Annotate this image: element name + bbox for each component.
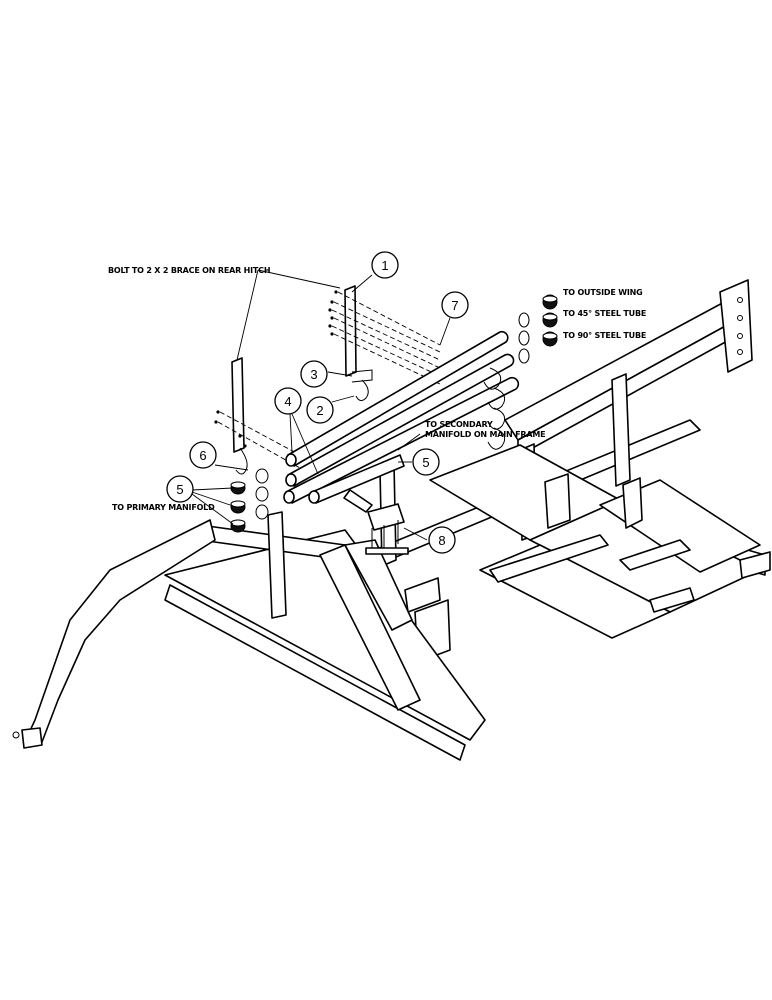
outside-wing-label: TO OUTSIDE WING [563,288,643,297]
leader-lines [191,269,451,541]
callout-5-right-label: 5 [422,455,429,470]
callout-7-label: 7 [451,298,458,313]
steel-tube-90-label: TO 90° STEEL TUBE [563,331,646,340]
mounting-plate [719,279,753,373]
steel-tube-45-label: TO 45° STEEL TUBE [563,309,646,318]
couplers-right [518,294,558,364]
bolt-note: BOLT TO 2 X 2 BRACE ON REAR HITCH [108,266,270,275]
callout-5-left: 5 [166,475,194,503]
clamp-assembly [365,503,409,555]
callout-6: 6 [189,441,217,469]
callout-2: 2 [306,396,334,424]
callout-5-right: 5 [412,448,440,476]
callout-1-label: 1 [381,258,388,273]
bracket-right [344,285,373,402]
secondary-label-line1: TO SECONDARY [425,420,493,429]
secondary-label-line2: MANIFOLD ON MAIN FRAME [425,430,545,439]
bracket-left [231,357,248,475]
callout-4-label: 4 [284,394,291,409]
callout-5-left-label: 5 [176,482,183,497]
callout-1: 1 [371,251,399,279]
callout-7: 7 [441,291,469,319]
callout-8: 8 [428,526,456,554]
callout-2-label: 2 [316,403,323,418]
callout-3-label: 3 [310,367,317,382]
bolt-hardware [214,290,441,469]
callout-4: 4 [274,387,302,415]
couplers-left [230,468,269,533]
callout-3: 3 [300,360,328,388]
main-frame [12,279,771,761]
primary-manifold-label: TO PRIMARY MANIFOLD [112,503,215,512]
callout-6-label: 6 [199,448,206,463]
callout-8-label: 8 [438,533,445,548]
tube-bundle [283,330,520,513]
